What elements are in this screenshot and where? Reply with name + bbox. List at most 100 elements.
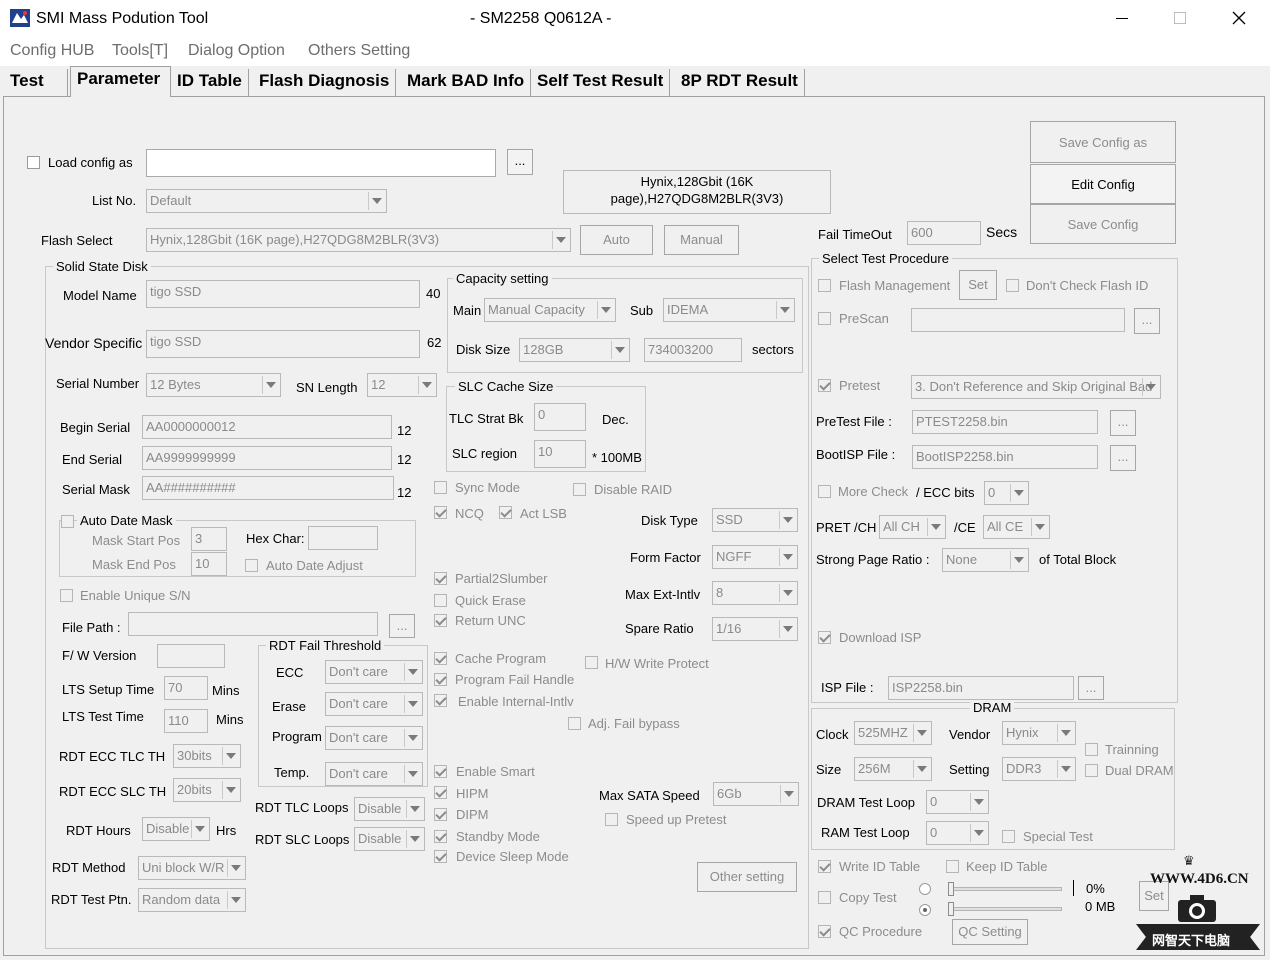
max-sata-speed-select[interactable]: 6Gb [713,782,799,806]
isp-file-input[interactable]: ISP2258.bin [888,676,1074,700]
tab-test[interactable]: Test [4,69,68,96]
fw-version-input[interactable] [157,644,225,668]
load-config-checkbox[interactable] [27,156,40,169]
isp-file-browse-button[interactable]: ... [1078,676,1104,700]
auto-date-mask-checkbox[interactable] [61,515,74,528]
download-isp-checkbox[interactable] [818,631,831,644]
fail-timeout-input[interactable]: 600 [907,221,981,245]
sectors-input[interactable]: 734003200 [644,338,742,362]
rdt-method-select[interactable]: Uni block W/R [138,856,246,880]
enable-unique-sn-checkbox[interactable] [60,589,73,602]
copy-slider-thumb-1[interactable] [948,882,954,896]
vendor-specific-input[interactable]: tigo SSD [146,330,420,358]
return-unc-checkbox[interactable] [434,614,447,627]
keep-id-table-checkbox[interactable] [946,860,959,873]
dram-test-loop-select[interactable]: 0 [926,790,989,814]
disable-raid-checkbox[interactable] [573,483,586,496]
rdt-ecc-slc-select[interactable]: 20bits [173,778,241,802]
load-config-input[interactable] [146,149,496,177]
rdt-hours-select[interactable]: Disable [142,817,210,841]
manual-button[interactable]: Manual [664,225,739,255]
adj-fail-bypass-checkbox[interactable] [568,717,581,730]
auto-button[interactable]: Auto [580,225,653,255]
bootisp-file-input[interactable]: BootISP2258.bin [912,445,1098,469]
main-select[interactable]: Manual Capacity [484,298,616,322]
hex-char-input[interactable] [308,526,378,550]
menu-tools[interactable]: Tools[T] [112,42,169,59]
serial-mask-input[interactable]: AA########## [142,476,394,500]
trainning-checkbox[interactable] [1085,743,1098,756]
maximize-icon[interactable] [1174,12,1186,24]
lts-test-time-input[interactable]: 110 [164,709,208,733]
pret-ch-select[interactable]: All CH [879,515,946,539]
ncq-checkbox[interactable] [434,506,447,519]
rdt-slc-loops-select[interactable]: Disable [354,827,425,851]
flash-select-dropdown[interactable]: Hynix,128Gbit (16K page),H27QDG8M2BLR(3V… [146,228,571,252]
cache-program-checkbox[interactable] [434,652,447,665]
sub-select[interactable]: IDEMA [663,298,795,322]
model-name-input[interactable]: tigo SSD [146,280,420,308]
pretest-checkbox[interactable] [818,379,831,392]
disk-size-select[interactable]: 128GB [519,338,630,362]
save-config-as-button[interactable]: Save Config as [1030,121,1176,163]
spare-ratio-select[interactable]: 1/16 [712,617,798,641]
disk-type-select[interactable]: SSD [712,508,798,532]
copy-mode-radio-1[interactable] [919,883,931,895]
vendor-select[interactable]: Hynix [1002,721,1076,745]
pretest-file-browse-button[interactable]: ... [1110,410,1136,436]
tab-mark-bad-info[interactable]: Mark BAD Info [401,69,532,96]
pretest-file-input[interactable]: PTEST2258.bin [912,410,1098,434]
lts-setup-time-input[interactable]: 70 [164,676,208,700]
clock-select[interactable]: 525MHZ [854,721,932,745]
tlc-strat-bk-input[interactable]: 0 [534,403,586,431]
copy-slider-thumb-2[interactable] [948,902,954,916]
menu-others-setting[interactable]: Others Setting [308,42,411,59]
pretest-select[interactable]: 3. Don't Reference and Skip Original Bad [911,375,1161,399]
qc-setting-button[interactable]: QC Setting [952,919,1028,945]
hw-write-protect-checkbox[interactable] [585,656,598,669]
dual-dram-checkbox[interactable] [1085,764,1098,777]
qc-procedure-checkbox[interactable] [818,925,831,938]
mask-end-pos-input[interactable]: 10 [191,552,227,576]
file-path-input[interactable] [128,612,378,636]
size-select[interactable]: 256M [854,757,932,781]
speed-up-pretest-checkbox[interactable] [605,813,618,826]
rdt-test-ptn-select[interactable]: Random data [138,888,246,912]
tab-parameter[interactable]: Parameter [70,66,171,97]
edit-config-button[interactable]: Edit Config [1030,164,1176,204]
max-ext-intlv-select[interactable]: 8 [712,581,798,605]
begin-serial-input[interactable]: AA0000000012 [142,415,392,439]
other-setting-button[interactable]: Other setting [697,862,797,892]
strong-page-ratio-select[interactable]: None [942,548,1029,572]
menu-config-hub[interactable]: Config HUB [10,42,95,59]
ram-test-loop-select[interactable]: 0 [926,821,989,845]
act-lsb-checkbox[interactable] [499,506,512,519]
write-id-table-checkbox[interactable] [818,860,831,873]
prescan-input[interactable] [911,308,1125,332]
partial2slumber-checkbox[interactable] [434,572,447,585]
hipm-checkbox[interactable] [434,786,447,799]
flash-management-set-button[interactable]: Set [959,270,997,300]
menu-dialog-option[interactable]: Dialog Option [188,42,285,59]
temp-select[interactable]: Don't care [325,762,423,786]
ecc-bits-select[interactable]: 0 [984,481,1029,505]
special-test-checkbox[interactable] [1002,830,1015,843]
slc-region-input[interactable]: 10 [534,440,586,468]
bootisp-file-browse-button[interactable]: ... [1110,445,1136,471]
rdt-tlc-loops-select[interactable]: Disable [354,797,425,821]
copy-set-button[interactable]: Set [1139,881,1169,911]
minimize-icon[interactable] [1116,18,1128,19]
flash-management-checkbox[interactable] [818,279,831,292]
ecc-select[interactable]: Don't care [325,660,423,684]
prescan-checkbox[interactable] [818,312,831,325]
prescan-browse-button[interactable]: ... [1134,308,1160,334]
tab-flash-diagnosis[interactable]: Flash Diagnosis [253,69,397,96]
tab-8p-rdt-result[interactable]: 8P RDT Result [675,69,805,96]
standby-mode-checkbox[interactable] [434,830,447,843]
load-config-browse-button[interactable]: ... [507,149,533,175]
erase-select[interactable]: Don't care [325,692,423,716]
ce-select[interactable]: All CE [983,515,1050,539]
enable-smart-checkbox[interactable] [434,765,447,778]
rdt-ecc-tlc-select[interactable]: 30bits [173,744,241,768]
copy-mode-radio-2[interactable] [919,904,931,916]
